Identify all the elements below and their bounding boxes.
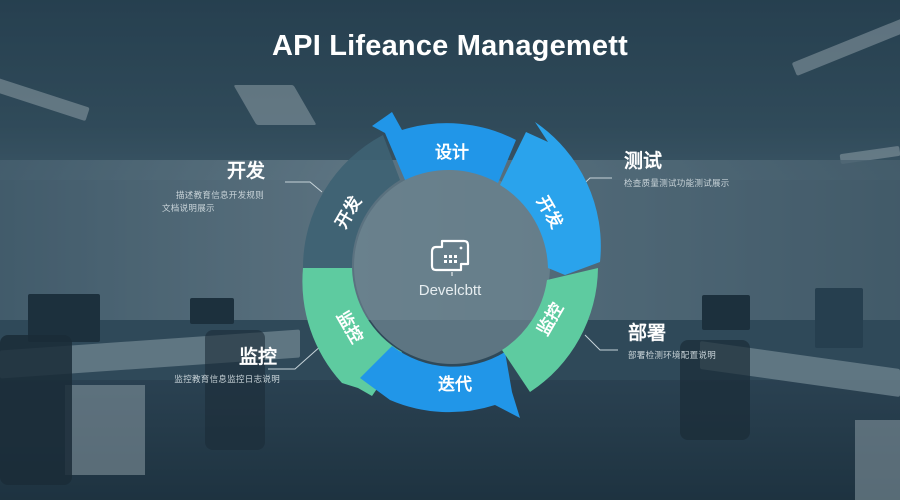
callout-develop-heading: 开发 xyxy=(227,160,266,182)
callout-develop-desc: 描述教育信息开发规则 文档说明展示 xyxy=(162,191,265,214)
developer-terminal-icon xyxy=(430,239,470,276)
background-monitor xyxy=(815,288,863,348)
callout-monitor: 监控 监控教育信息监控日志说明 xyxy=(150,342,280,387)
background-monitor xyxy=(28,294,100,342)
callout-monitor-heading: 监控 xyxy=(238,346,277,368)
center-circle xyxy=(354,168,550,364)
callout-develop: 开发 描述教育信息开发规则 文档说明展示 xyxy=(130,156,275,216)
background-chair xyxy=(0,335,72,485)
callout-deploy: 部署 部署检测环境配置说明 xyxy=(628,318,808,363)
segment-label-design: 设计 xyxy=(435,142,469,163)
segment-label-iterate: 迭代 xyxy=(438,374,472,395)
connector-line-monitor xyxy=(268,344,323,370)
segment-develop-left[interactable] xyxy=(302,135,400,268)
callout-test-heading: 测试 xyxy=(624,150,663,172)
callout-test-desc: 检查质量测试功能测试展示 xyxy=(624,179,730,189)
segment-monitor-right[interactable] xyxy=(502,268,598,392)
background-monitor xyxy=(190,298,234,324)
connector-line-deploy xyxy=(584,334,618,351)
background-monitor xyxy=(702,295,750,330)
callout-deploy-heading: 部署 xyxy=(628,322,667,344)
center-caption: Develcbtt xyxy=(419,282,482,299)
callout-deploy-desc: 部署检测环境配置说明 xyxy=(628,351,717,361)
background-cabinet xyxy=(65,385,145,475)
segment-iterate[interactable] xyxy=(360,346,520,418)
connector-line-develop xyxy=(285,181,323,193)
segment-develop-right[interactable] xyxy=(500,122,601,275)
callout-test: 测试 检查质量测试功能测试展示 xyxy=(624,146,804,191)
callout-monitor-desc: 监控教育信息监控日志说明 xyxy=(174,375,280,385)
page-title: API Lifeance Managemett xyxy=(272,30,628,62)
segment-design[interactable] xyxy=(372,112,516,183)
background-cabinet xyxy=(855,420,900,500)
background-chair xyxy=(680,340,750,440)
background-chair xyxy=(205,330,265,450)
